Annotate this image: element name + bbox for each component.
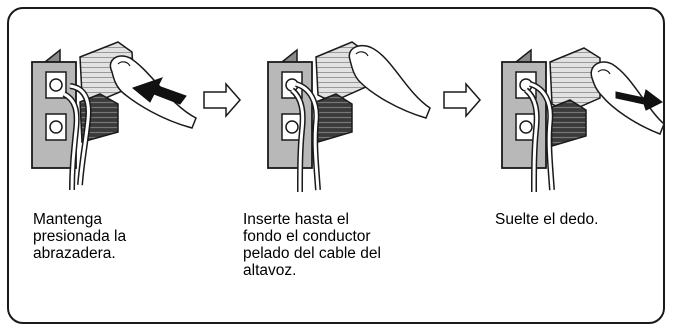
next-step-arrow-icon <box>203 82 241 118</box>
step-3-caption: Suelte el dedo. <box>495 211 599 228</box>
step-1-caption: Mantenga presionada la abrazadera. <box>33 211 127 262</box>
instruction-panel <box>7 7 665 324</box>
step-1-illustration <box>31 41 197 191</box>
step-2-illustration <box>267 41 431 193</box>
next-step-arrow-icon <box>443 82 481 118</box>
step-2-caption: Inserte hasta el fondo el conductor pela… <box>243 211 381 279</box>
step-3-illustration <box>501 47 665 193</box>
